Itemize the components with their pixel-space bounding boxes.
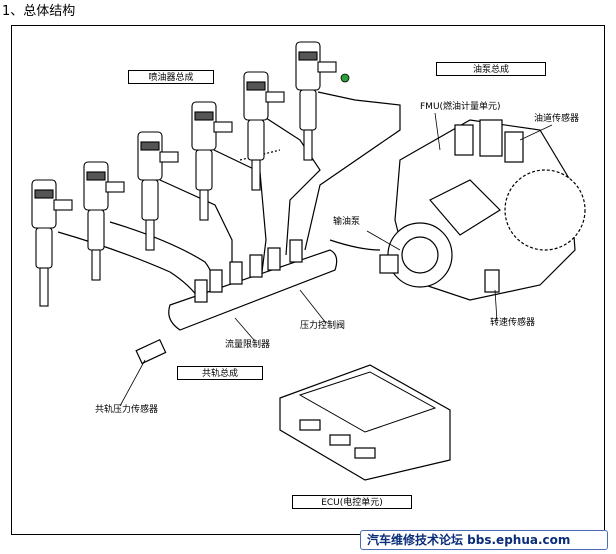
pump-assembly-drawing (379, 119, 586, 301)
fuel-line-1 (57, 231, 201, 301)
diagram-frame (11, 25, 605, 535)
label-injector-assembly: 喷油器总成 (128, 70, 214, 84)
injector-5 (243, 71, 285, 191)
fuel-line-4 (213, 149, 267, 273)
injector-6 (295, 41, 337, 161)
ecu-drawing (279, 364, 451, 481)
label-feed-pump: 输油泵 (333, 217, 361, 227)
section-heading: 1、总体结构 (2, 4, 76, 19)
injector-1 (31, 179, 73, 307)
fuel-line-3 (159, 179, 233, 280)
forum-watermark: 汽车维修技术论坛 bbs.ephua.com (360, 530, 608, 550)
injector-4 (191, 101, 233, 221)
label-common-rail-pressure-sensor: 共轨压力传感器 (95, 405, 159, 415)
label-flow-limiter: 流量限制器 (225, 340, 271, 350)
label-rail-pressure-sensor-pump: 油道传感器 (534, 114, 580, 124)
injector-3 (137, 131, 179, 251)
label-pressure-control-valve: 压力控制阀 (300, 321, 346, 331)
label-common-rail-assembly: 共轨总成 (177, 366, 263, 380)
fuel-line-6 (304, 91, 401, 251)
pump-to-rail-line (329, 239, 381, 251)
green-connector-icon (340, 73, 350, 83)
label-fmu: FMU(燃油计量单元) (420, 102, 501, 112)
label-pump-assembly: 油泵总成 (436, 62, 546, 76)
label-speed-sensor: 转速传感器 (490, 318, 536, 328)
injector-group (31, 41, 337, 307)
fuel-line-5 (265, 117, 321, 256)
injector-2 (83, 161, 125, 281)
label-ecu: ECU(电控单元) (292, 495, 412, 509)
common-rail (135, 239, 338, 365)
